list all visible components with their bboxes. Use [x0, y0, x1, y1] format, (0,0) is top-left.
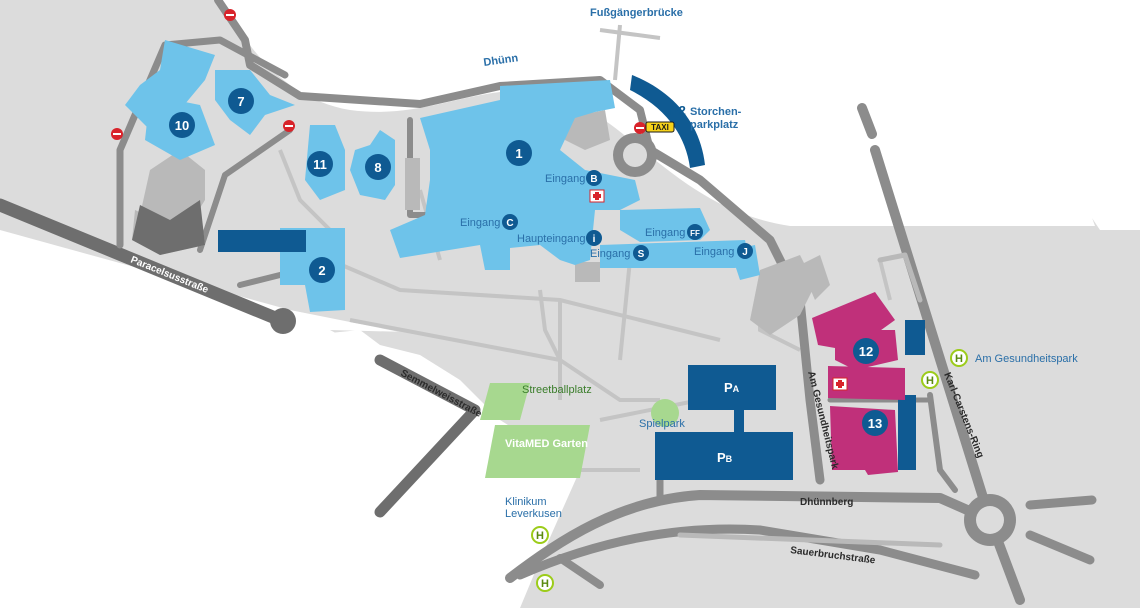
- roundabout-east-centre: [976, 506, 1004, 534]
- bus-stop-icon: H: [536, 574, 554, 592]
- no-entry-icon: [111, 128, 123, 140]
- roundabout-north-centre: [623, 143, 647, 167]
- svg-text:H: H: [536, 530, 544, 542]
- bus-stop-icons: H H H H: [531, 349, 968, 592]
- label-streetball: Streetballplatz: [522, 384, 592, 396]
- badge-info: i: [593, 234, 596, 245]
- road-dhuennberg: [505, 490, 995, 583]
- road-northwest-loop: [214, 0, 654, 154]
- badge-b: B: [590, 174, 597, 185]
- building-number-2: 2: [318, 263, 325, 278]
- label-bus-gesundheitspark: Am Gesundheitspark: [975, 353, 1078, 365]
- label-clinic-2: Leverkusen: [505, 508, 562, 520]
- bus-stop-icon: H: [921, 371, 939, 389]
- roundabout-paracelsus: [270, 308, 296, 334]
- building-number-7: 7: [237, 94, 244, 109]
- label-entrance-ff: Eingang: [645, 227, 685, 239]
- label-storchen-2: parkplatz: [690, 119, 739, 131]
- roads: [0, 0, 1097, 605]
- bus-stop-icon: H: [531, 526, 549, 544]
- label-bridge: Fußgängerbrücke: [590, 7, 683, 19]
- parking-pa-shape: [688, 365, 776, 410]
- taxi-icon: TAXI: [645, 121, 675, 133]
- label-entrance-c: Eingang: [460, 217, 500, 229]
- dark-blue-buildings: [218, 75, 925, 480]
- badge-s: S: [638, 249, 645, 260]
- taxi-label: TAXI: [651, 123, 669, 132]
- parking-pb-label: PB: [717, 450, 733, 465]
- building-number-12: 12: [859, 344, 873, 359]
- grey-building-dark: [132, 200, 205, 255]
- building-number-11: 11: [313, 157, 327, 172]
- entrance-badges: B C FF i S J: [502, 170, 753, 261]
- label-main-entrance: Haupteingang: [517, 233, 586, 245]
- badge-j: J: [742, 247, 748, 258]
- label-entrance-b: Eingang: [545, 173, 585, 185]
- label-entrance-j: Eingang: [694, 246, 734, 258]
- parking-pa-label: PA: [724, 380, 740, 395]
- building-number-10: 10: [175, 118, 189, 133]
- streetball-area: [480, 383, 530, 420]
- label-storchen-1: Storchen-: [690, 106, 742, 118]
- label-clinic-1: Klinikum: [505, 496, 547, 508]
- no-entry-icon: [634, 122, 646, 134]
- parking-p2-shape: [630, 75, 705, 168]
- svg-text:H: H: [955, 353, 963, 365]
- playground-area: [651, 399, 679, 427]
- building-number-8: 8: [374, 160, 381, 175]
- building-number-13: 13: [868, 416, 882, 431]
- no-entry-icon: [224, 9, 236, 21]
- no-entry-icon: [283, 120, 295, 132]
- label-river: Dhünn: [483, 52, 519, 69]
- svg-text:H: H: [541, 578, 549, 590]
- parking-pb-shape: [655, 432, 793, 480]
- road-paracelsusstrasse: [0, 198, 292, 329]
- svg-text:H: H: [926, 375, 934, 387]
- no-entry-icons: [111, 9, 646, 140]
- building-markers: 1 2 7 8 10 11 12 13: [169, 88, 888, 436]
- road-sauerbruchstrasse: [515, 524, 980, 580]
- parking-p2-label: P2: [670, 103, 686, 118]
- bus-stop-icon: H: [950, 349, 968, 367]
- campus-ground: [0, 0, 1140, 180]
- first-aid-icon: [832, 377, 848, 391]
- badge-c: C: [506, 218, 513, 229]
- road-semmelweisstrasse: [374, 354, 481, 518]
- label-entrance-s: Eingang: [590, 248, 630, 260]
- badge-ff: FF: [690, 229, 700, 238]
- vitamed-garden-area: [485, 425, 590, 478]
- street-dhuennberg: Dhünnberg: [800, 497, 853, 508]
- first-aid-icon: [589, 189, 605, 203]
- building-number-1: 1: [515, 146, 522, 161]
- label-playground: Spielpark: [639, 418, 685, 430]
- label-garden: VitaMED Garten: [505, 438, 588, 450]
- white-south-band: [0, 330, 520, 608]
